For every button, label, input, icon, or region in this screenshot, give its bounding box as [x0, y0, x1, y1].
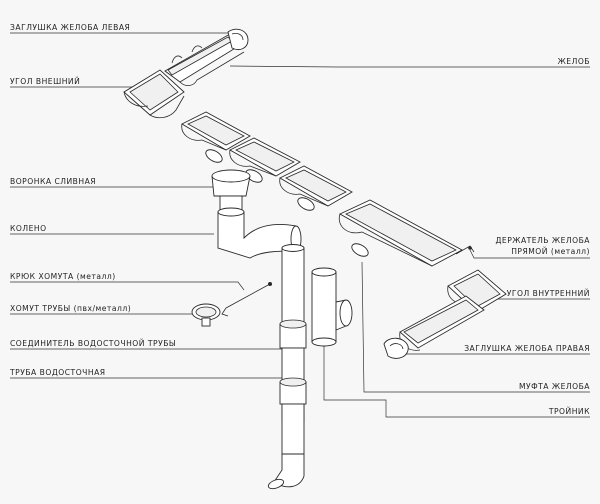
leader-end-cap-left: [10, 32, 239, 45]
label-clamp-hook: КРЮК ХОМУТА (металл): [10, 272, 116, 281]
label-bracket-line1: ДЕРЖАТЕЛЬ ЖЕЛОБА: [495, 236, 590, 245]
right-gutter-segment: [399, 295, 485, 351]
label-outer-corner: УГОЛ ВНЕШНИЙ: [10, 77, 81, 86]
leader-gutter: [229, 65, 590, 68]
pipe-clamp-part: [191, 303, 221, 327]
end-cap-left-part: [227, 28, 249, 51]
label-tee: ТРОЙНИК: [548, 407, 590, 416]
leader-gutter-coupling: [361, 261, 590, 393]
clamp-hook-part: [221, 282, 272, 317]
leader-lines: [10, 32, 590, 418]
main-gutter-run: [181, 111, 475, 267]
leader-bracket: [469, 249, 590, 259]
downpipe-part: [267, 244, 307, 490]
label-end-cap-left: ЗАГЛУШКА ЖЕЛОБА ЛЕВАЯ: [10, 23, 131, 32]
label-gutter: ЖЕЛОБ: [557, 57, 590, 66]
outer-corner-part: [123, 69, 185, 119]
label-gutter-coupling: МУФТА ЖЕЛОБА: [518, 382, 590, 391]
label-pipe-connector: СОЕДИНИТЕЛЬ ВОДОСТОЧНОЙ ТРУБЫ: [10, 339, 177, 348]
leader-clamp-hook: [10, 281, 245, 291]
label-end-cap-right: ЗАГЛУШКА ЖЕЛОБА ПРАВАЯ: [464, 344, 590, 353]
label-elbow: КОЛЕНО: [10, 224, 47, 233]
tee-part: [311, 267, 353, 347]
outlet-funnel-part: [211, 169, 251, 211]
leader-tee: [323, 345, 590, 418]
label-downpipe: ТРУБА ВОДОСТОЧНАЯ: [10, 368, 106, 377]
label-bracket-line2: ПРЯМОЙ (металл): [511, 247, 590, 256]
end-cap-right-part: [383, 337, 409, 359]
label-outlet-funnel: ВОРОНКА СЛИВНАЯ: [10, 177, 97, 186]
leader-downpipe: [10, 377, 304, 385]
label-pipe-clamp: ХОМУТ ТРУБЫ (пвх/металл): [10, 304, 132, 313]
label-inner-corner: УГОЛ ВНУТРЕННИЙ: [506, 289, 590, 298]
